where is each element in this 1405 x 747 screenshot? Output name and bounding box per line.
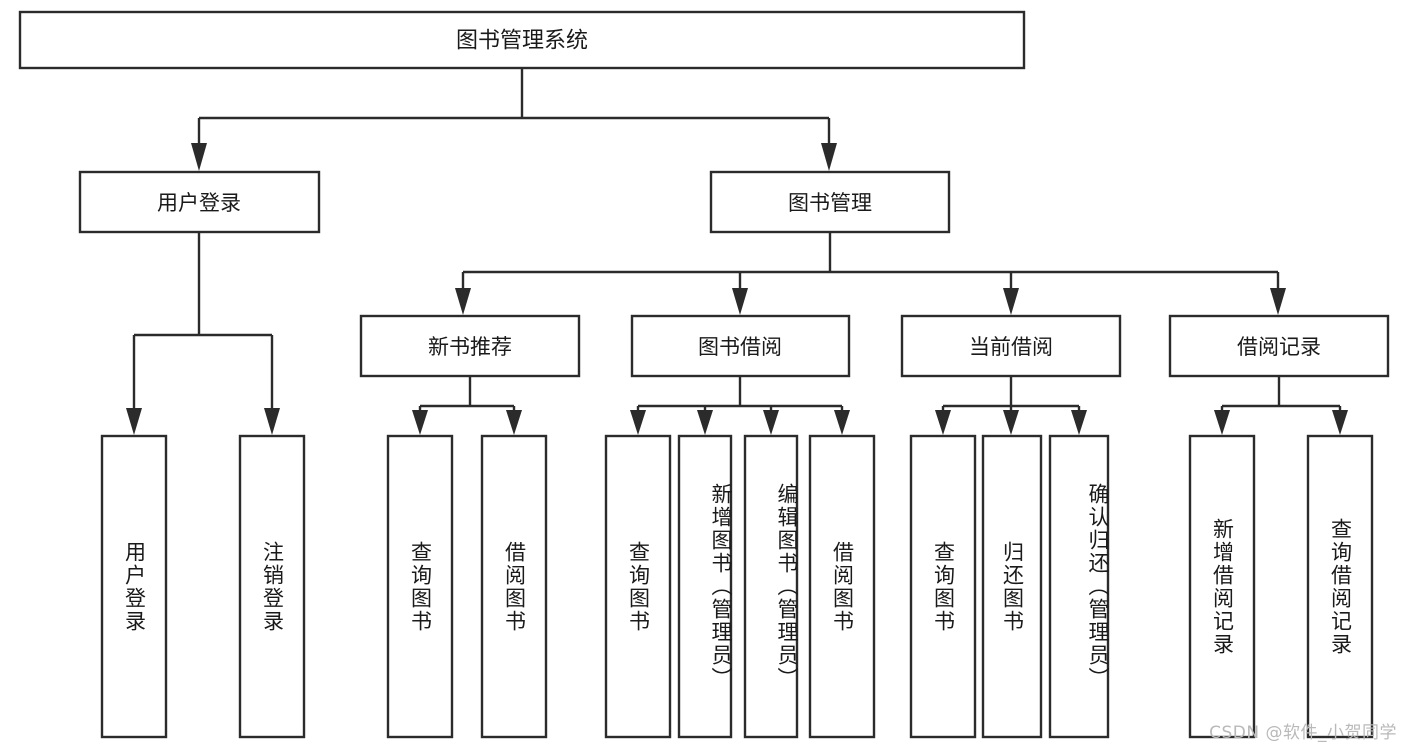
node-book-manage-label: 图书管理 xyxy=(788,191,872,215)
connector-currentborrow-to-leaves xyxy=(935,376,1087,435)
node-borrow-record-label: 借阅记录 xyxy=(1237,335,1321,359)
arrow-head-icon xyxy=(264,408,280,435)
leaf-box-return-book[interactable] xyxy=(981,434,1043,739)
connector-borrowrecord-to-leaves xyxy=(1214,376,1348,435)
node-root-box[interactable] xyxy=(18,10,1026,70)
leaf-box-confirm-return[interactable] xyxy=(1048,434,1110,739)
leaf-box-query-book-3[interactable] xyxy=(909,434,977,739)
arrow-head-icon xyxy=(1214,410,1230,435)
node-borrow-record[interactable]: 借阅记录 xyxy=(1168,314,1390,378)
node-user-login-label: 用户登录 xyxy=(157,191,241,215)
leaf-box-edit-book[interactable] xyxy=(743,434,799,739)
leaf-box-logout[interactable] xyxy=(238,434,306,739)
connector-bookborrow-to-leaves xyxy=(630,376,850,435)
arrow-head-icon xyxy=(1003,410,1019,435)
leaf-boxes xyxy=(100,434,1374,739)
arrow-head-icon xyxy=(732,288,748,315)
node-user-login-box[interactable] xyxy=(78,170,321,234)
node-book-borrow-box[interactable] xyxy=(630,314,851,378)
leaf-box-borrow-book-2[interactable] xyxy=(808,434,876,739)
arrow-head-icon xyxy=(763,410,779,435)
node-book-manage-box[interactable] xyxy=(709,170,951,234)
leaf-box-query-record[interactable] xyxy=(1306,434,1374,739)
arrow-head-icon xyxy=(191,143,207,171)
arrow-head-icon xyxy=(1332,410,1348,435)
node-borrow-record-box[interactable] xyxy=(1168,314,1390,378)
node-new-book-rec[interactable]: 新书推荐 xyxy=(359,314,581,378)
arrow-head-icon xyxy=(935,410,951,435)
arrow-head-icon xyxy=(412,410,428,435)
node-root-label: 图书管理系统 xyxy=(456,29,588,54)
node-book-borrow[interactable]: 图书借阅 xyxy=(630,314,851,378)
node-book-manage[interactable]: 图书管理 xyxy=(709,170,951,234)
arrow-head-icon xyxy=(697,410,713,435)
leaf-box-user-login[interactable] xyxy=(100,434,168,739)
arrow-head-icon xyxy=(1003,288,1019,315)
connector-bookmanage-to-level3 xyxy=(455,232,1286,315)
node-current-borrow-label: 当前借阅 xyxy=(969,335,1053,359)
arrow-head-icon xyxy=(506,410,522,435)
arrow-head-icon xyxy=(1270,288,1286,315)
node-new-book-rec-label: 新书推荐 xyxy=(428,335,512,359)
arrow-head-icon xyxy=(821,143,837,171)
leaf-box-borrow-book-1[interactable] xyxy=(480,434,548,739)
leaf-box-query-book-1[interactable] xyxy=(386,434,454,739)
connector-root-to-level2 xyxy=(191,68,837,171)
node-root[interactable]: 图书管理系统 xyxy=(18,10,1026,70)
arrow-head-icon xyxy=(630,410,646,435)
arrow-head-icon xyxy=(1071,410,1087,435)
arrow-head-icon xyxy=(834,410,850,435)
node-new-book-rec-box[interactable] xyxy=(359,314,581,378)
connector-newbookrec-to-leaves xyxy=(412,376,522,435)
arrow-head-icon xyxy=(455,288,471,315)
arrow-head-icon xyxy=(126,408,142,435)
node-current-borrow-box[interactable] xyxy=(900,314,1122,378)
leaf-box-add-book[interactable] xyxy=(677,434,733,739)
connector-userlogin-to-leaves xyxy=(126,232,280,435)
node-current-borrow[interactable]: 当前借阅 xyxy=(900,314,1122,378)
node-book-borrow-label: 图书借阅 xyxy=(698,335,782,359)
leaf-box-add-record[interactable] xyxy=(1188,434,1256,739)
node-user-login[interactable]: 用户登录 xyxy=(78,170,321,234)
leaf-box-query-book-2[interactable] xyxy=(604,434,672,739)
csdn-watermark: CSDN @软件_小贺同学 xyxy=(1209,723,1397,743)
